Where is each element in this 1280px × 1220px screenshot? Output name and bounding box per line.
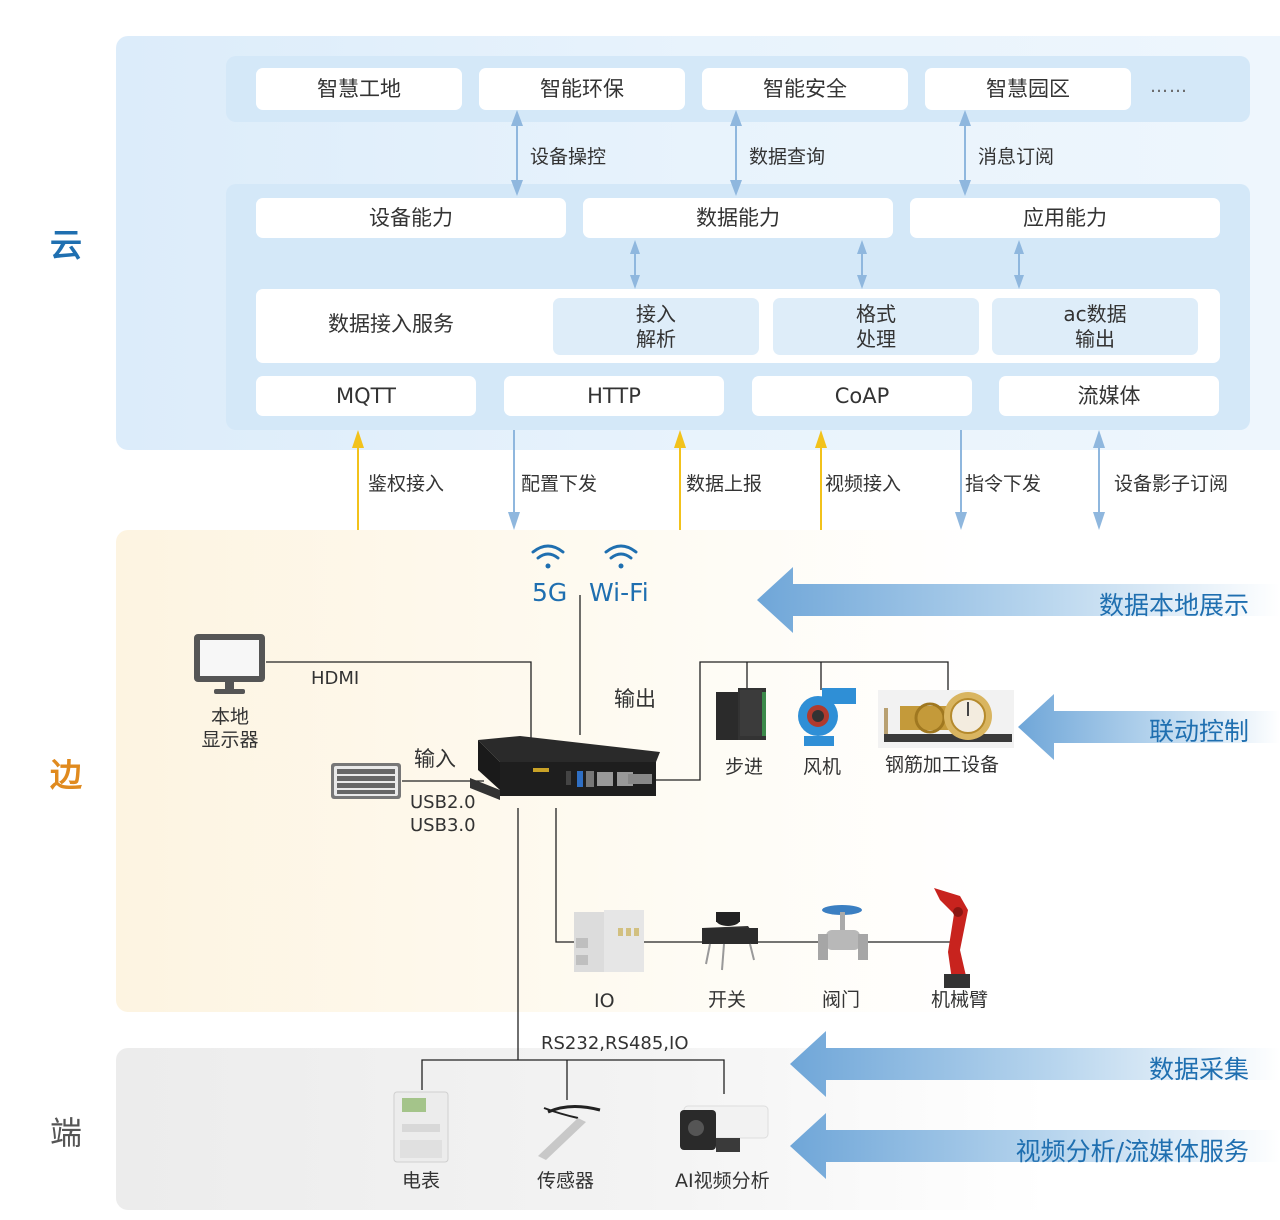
step-line: ac数据 bbox=[1063, 301, 1127, 326]
step-line: 格式 bbox=[856, 301, 896, 326]
device-label-electric-meter: 电表 bbox=[402, 1170, 441, 1192]
layer-label-end: 端 bbox=[49, 1114, 82, 1152]
step-line: 输出 bbox=[1075, 326, 1115, 351]
link-label-data-query: 数据查询 bbox=[749, 146, 826, 168]
local-display-label-line1: 本地 bbox=[210, 706, 249, 728]
step-line: 解析 bbox=[636, 326, 676, 351]
output-label: 输出 bbox=[614, 687, 656, 711]
link-label-auth-access: 鉴权接入 bbox=[368, 473, 445, 495]
capability-device: 设备能力 bbox=[256, 198, 566, 238]
device-label-io: IO bbox=[594, 990, 615, 1012]
app-box-smart-park: 智慧园区 bbox=[925, 68, 1131, 110]
data-access-service-title: 数据接入服务 bbox=[328, 312, 454, 336]
function-label-video-streaming: 视频分析/流媒体服务 bbox=[1015, 1137, 1249, 1166]
device-label-fan: 风机 bbox=[803, 756, 842, 778]
protocol-coap: CoAP bbox=[752, 376, 972, 416]
device-label-valve: 阀门 bbox=[822, 989, 861, 1011]
link-label-config-push: 配置下发 bbox=[521, 473, 598, 495]
more-applications-ellipsis: …… bbox=[1150, 76, 1188, 97]
protocol-http: HTTP bbox=[504, 376, 724, 416]
device-label-robot-arm: 机械臂 bbox=[931, 989, 989, 1011]
input-label: 输入 bbox=[414, 747, 456, 771]
interface-usb2: USB2.0 bbox=[410, 792, 476, 813]
protocol-streaming: 流媒体 bbox=[999, 376, 1219, 416]
interface-label-hdmi: HDMI bbox=[311, 668, 360, 689]
interface-usb3: USB3.0 bbox=[410, 814, 476, 836]
layer-label-cloud: 云 bbox=[49, 226, 82, 264]
link-label-message-subscribe: 消息订阅 bbox=[978, 146, 1055, 168]
capability-application: 应用能力 bbox=[910, 198, 1220, 238]
wireless-label-5g: 5G bbox=[532, 578, 568, 607]
function-label-data-collection: 数据采集 bbox=[1148, 1055, 1249, 1084]
device-label-ai-video: AI视频分析 bbox=[675, 1170, 770, 1192]
link-label-video-access: 视频接入 bbox=[825, 473, 902, 495]
step-line: 处理 bbox=[856, 326, 896, 351]
device-label-switch: 开关 bbox=[708, 989, 747, 1011]
link-label-device-shadow: 设备影子订阅 bbox=[1114, 473, 1229, 495]
device-label-sensor: 传感器 bbox=[537, 1170, 595, 1192]
link-label-data-report: 数据上报 bbox=[686, 473, 763, 495]
function-label-linkage-control: 联动控制 bbox=[1148, 717, 1249, 746]
app-box-smart-environment: 智能环保 bbox=[479, 68, 685, 110]
app-box-smart-construction: 智慧工地 bbox=[256, 68, 462, 110]
layer-label-edge: 边 bbox=[49, 756, 82, 794]
step-line: 接入 bbox=[636, 301, 676, 326]
step-access-parse: 接入 解析 bbox=[553, 298, 759, 355]
input-interfaces: USB2.0 USB3.0 bbox=[410, 792, 476, 837]
step-ac-data-output: ac数据 输出 bbox=[992, 298, 1198, 355]
app-box-smart-safety: 智能安全 bbox=[702, 68, 908, 110]
bus-label-serial-io: RS232,RS485,IO bbox=[541, 1033, 689, 1054]
wireless-label-wifi: Wi-Fi bbox=[589, 578, 649, 607]
capability-data: 数据能力 bbox=[583, 198, 893, 238]
device-label-rebar-equipment: 钢筋加工设备 bbox=[885, 754, 1000, 776]
link-label-command-push: 指令下发 bbox=[965, 473, 1042, 495]
local-display-label: 本地 显示器 bbox=[196, 706, 264, 752]
local-display-label-line2: 显示器 bbox=[201, 728, 259, 751]
step-format-process: 格式 处理 bbox=[773, 298, 979, 355]
link-label-device-control: 设备操控 bbox=[530, 146, 607, 168]
protocol-mqtt: MQTT bbox=[256, 376, 476, 416]
function-label-local-display: 数据本地展示 bbox=[1098, 591, 1249, 620]
device-label-stepper: 步进 bbox=[725, 756, 764, 778]
